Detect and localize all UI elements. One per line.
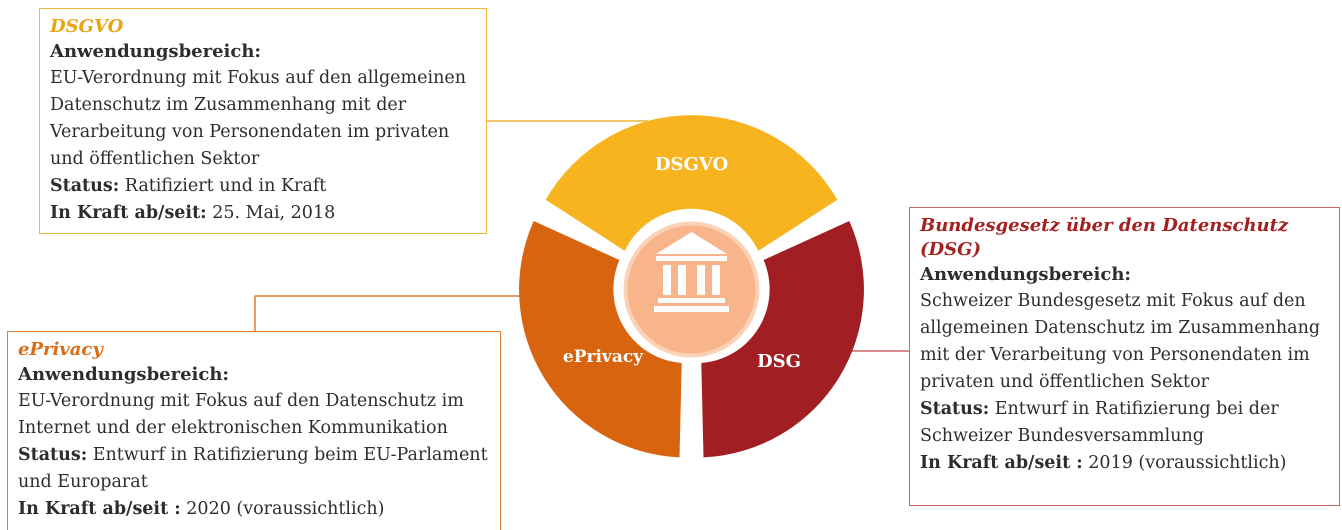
eprivacy-info-box: ePrivacy Anwendungsbereich: EU-Verordnun… <box>7 331 501 530</box>
dsg-status-label: Status: <box>920 399 990 419</box>
segment-label-dsgvo: DSGVO <box>655 154 728 175</box>
dsgvo-inforce-value: 25. Mai, 2018 <box>212 203 336 223</box>
bank-building-icon <box>654 232 729 312</box>
dsg-info-box: Bundesgesetz über den Datenschutz (DSG) … <box>909 207 1340 506</box>
segment-label-dsg: DSG <box>757 351 801 372</box>
segment-dsg <box>701 221 864 458</box>
dsg-title: Bundesgesetz über den Datenschutz (DSG) <box>920 215 1289 260</box>
dsg-status: Status: Entwurf in Ratifizierung bei der… <box>920 396 1329 450</box>
eprivacy-inforce: In Kraft ab/seit : 2020 (voraussichtlich… <box>18 496 490 523</box>
segment-eprivacy <box>519 221 682 458</box>
dsgvo-title: DSGVO <box>50 16 124 37</box>
eprivacy-heading: Anwendungsbereich: <box>18 364 230 385</box>
dsgvo-status-label: Status: <box>50 176 120 196</box>
dsg-inforce: In Kraft ab/seit : 2019 (voraussichtlich… <box>920 450 1329 477</box>
dsg-description: Schweizer Bundesgesetz mit Fokus auf den… <box>920 291 1321 392</box>
dsgvo-inforce-label: In Kraft ab/seit: <box>50 203 207 223</box>
eprivacy-inforce-label: In Kraft ab/seit : <box>18 499 181 519</box>
segment-label-eprivacy: ePrivacy <box>563 347 644 367</box>
dsgvo-info-box: DSGVO Anwendungsbereich: EU-Verordnung m… <box>39 8 487 234</box>
dsgvo-description: EU-Verordnung mit Fokus auf den allgemei… <box>50 68 466 169</box>
eprivacy-status: Status: Entwurf in Ratifizierung beim EU… <box>18 442 490 496</box>
dsgvo-status-value: Ratifiziert und in Kraft <box>124 176 327 196</box>
eprivacy-status-value: Entwurf in Ratifizierung beim EU-Parlame… <box>18 445 488 492</box>
dsgvo-heading: Anwendungsbereich: <box>50 41 262 62</box>
connector-eprivacy <box>254 295 535 331</box>
dsg-heading: Anwendungsbereich: <box>920 264 1132 285</box>
eprivacy-description: EU-Verordnung mit Fokus auf den Datensch… <box>18 391 464 438</box>
dsg-inforce-label: In Kraft ab/seit : <box>920 453 1083 473</box>
dsg-status-value: Entwurf in Ratifizierung bei der Schweiz… <box>920 399 1279 446</box>
dsgvo-inforce: In Kraft ab/seit: 25. Mai, 2018 <box>50 200 476 227</box>
eprivacy-title: ePrivacy <box>18 339 103 360</box>
segment-dsgvo <box>545 115 838 251</box>
dsgvo-status: Status: Ratifiziert und in Kraft <box>50 173 476 200</box>
eprivacy-inforce-value: 2020 (voraussichtlich) <box>186 499 385 519</box>
dsg-inforce-value: 2019 (voraussichtlich) <box>1088 453 1287 473</box>
eprivacy-status-label: Status: <box>18 445 88 465</box>
